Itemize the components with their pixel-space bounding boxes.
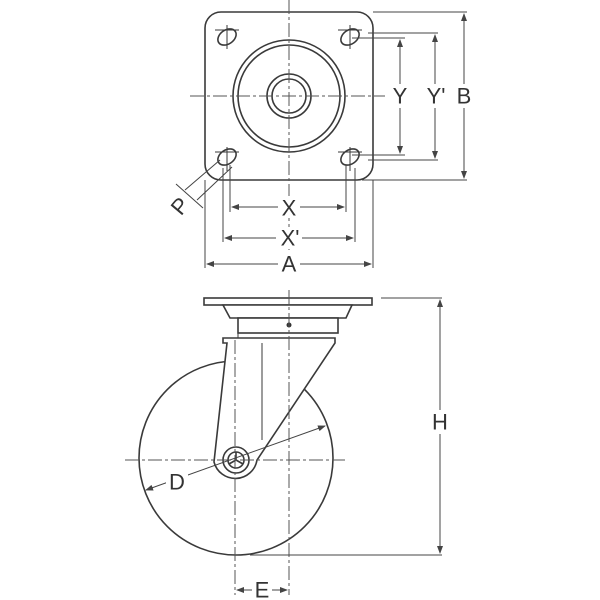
top-view: Y Y' B X X' A P: [166, 0, 475, 277]
label-a: A: [282, 252, 297, 277]
label-d: D: [169, 470, 185, 495]
center-lines: [190, 0, 385, 275]
label-e: E: [255, 578, 270, 600]
label-h: H: [432, 410, 448, 435]
label-y-prime: Y': [427, 84, 446, 109]
top-plate-side: [203, 297, 373, 306]
label-y: Y: [393, 84, 408, 109]
bolt-holes: [215, 25, 362, 171]
label-b: B: [457, 84, 472, 109]
swivel-housing: [221, 304, 354, 319]
side-view: D H E: [125, 290, 451, 600]
label-x: X: [282, 196, 297, 221]
label-x-prime: X': [281, 226, 300, 251]
dimension-p: [175, 159, 233, 209]
